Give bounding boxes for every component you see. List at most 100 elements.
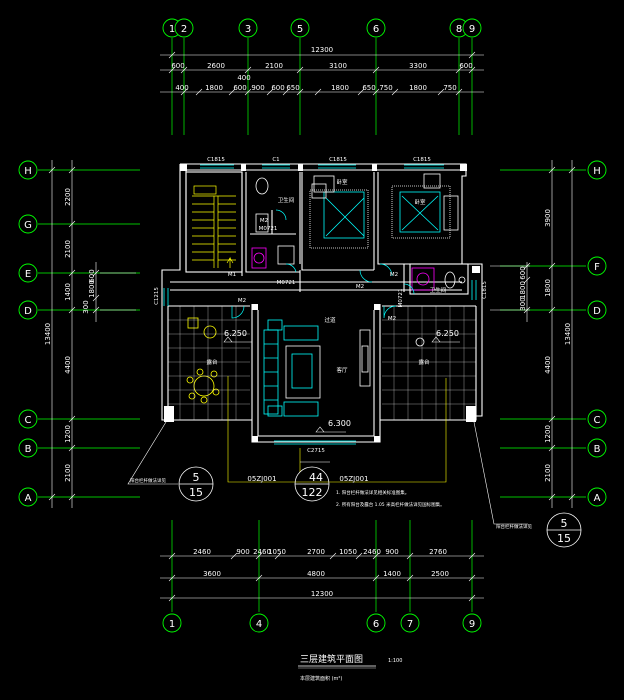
axis-label-bottom-9: 9 — [469, 619, 475, 630]
axis-bubble-bottom-9 — [462, 613, 482, 633]
axis-bubble-left-b — [18, 438, 38, 458]
label-door-m1: M1 — [228, 272, 236, 278]
window-left-hall — [163, 288, 169, 306]
axis-bubble-left-a — [18, 487, 38, 507]
detail-reference-symbols — [178, 466, 582, 548]
coffee-table-icon — [285, 345, 321, 399]
dim-bot-r1-5: 1050 — [339, 548, 357, 556]
dim-top-r2-5: 650 — [286, 84, 299, 92]
label-door-m2-c: M2 — [390, 272, 398, 278]
label-room-bedroom-b: 卧室 — [414, 198, 426, 206]
ref-center-bottom: 122 — [302, 486, 323, 499]
axis-label-left-c: C — [25, 415, 32, 426]
dim-bot-r1-4: 2700 — [307, 548, 325, 556]
standard-labels: 05ZJ001 05ZJ001 — [247, 475, 368, 483]
note-1: 1. 阳台栏杆做法详见相关标准图集。 — [336, 489, 409, 496]
dim-bot-r1-6: 2460 — [363, 548, 381, 556]
door-m2-right-terrace — [383, 305, 397, 319]
washer-icon — [251, 247, 267, 269]
axis-label-right-a: A — [594, 493, 601, 504]
axis-label-right-c: C — [594, 415, 601, 426]
axis-bubble-right-d — [587, 300, 607, 320]
window-c1815-stair — [200, 164, 234, 169]
axis-bubble-labels: 1 2 3 5 6 8 9 1 4 6 7 9 H G E D C B A H … — [24, 24, 601, 630]
label-window-c1815-c: C1815 — [413, 157, 431, 163]
axis-label-right-f: F — [594, 262, 600, 273]
dim-top-r2-0: 400 — [175, 84, 188, 92]
label-elev-b: 6.250 — [436, 329, 459, 338]
dim-left-r2-0: 300 — [82, 300, 90, 313]
elevation-labels: 6.250 6.250 6.300 — [224, 329, 459, 428]
label-elev-a: 6.250 — [224, 329, 247, 338]
dim-top-r2-2: 600 — [233, 84, 246, 92]
axis-bubble-top-6 — [366, 18, 386, 38]
dim-top-r2-4: 600 — [271, 84, 284, 92]
dim-bot-r1-0: 2460 — [193, 548, 211, 556]
axis-label-bottom-6: 6 — [373, 619, 379, 630]
drawing-title-block: 三层建筑平面图 1:100 本层建筑面积 (m²) — [298, 653, 402, 682]
ref-right-top: 5 — [561, 517, 568, 530]
leader-lines — [127, 421, 528, 525]
dim-bot-r1-2: 2460 — [253, 548, 271, 556]
axis-bubble-left-c — [18, 409, 38, 429]
dimension-text-vertical: 13400 2200 2100 1400 4400 1200 2100 300 … — [44, 188, 572, 482]
dimension-lines — [48, 51, 576, 602]
axis-label-right-b: B — [594, 444, 601, 455]
label-door-m2-e: M2 — [260, 218, 268, 224]
dim-bot-r1-1: 900 — [236, 548, 249, 556]
label-room-living: 客厅 — [336, 366, 348, 374]
dim-right-r1-2: 4400 — [544, 356, 552, 374]
label-room-bath-b: 卫生间 — [430, 286, 447, 294]
dim-top-r2-10: 750 — [443, 84, 456, 92]
window-right-hall — [471, 280, 477, 300]
axis-bubble-top-9 — [462, 18, 482, 38]
dimension-text: 12300 600 2600 2100 3100 3300 600 400 40… — [171, 46, 472, 598]
axis-label-left-b: B — [25, 444, 32, 455]
dim-right-r2-0: 300 — [519, 297, 527, 310]
dim-right-r1-3: 1200 — [544, 425, 552, 443]
axis-bubble-right-a — [587, 487, 607, 507]
tv-cabinet-icon — [359, 329, 371, 387]
axis-bubbles — [18, 18, 607, 633]
axis-label-top-5: 5 — [297, 24, 303, 35]
dim-top-r1-3: 3100 — [329, 62, 347, 70]
living-room-wall — [251, 304, 381, 443]
label-room-terrace-b: 露台 — [418, 358, 430, 366]
door-m2-bedroom-a — [359, 269, 373, 283]
label-room-terrace-a: 露台 — [206, 358, 218, 366]
ref-center-top: 44 — [309, 471, 323, 484]
axis-bubble-bottom-1 — [162, 613, 182, 633]
ref-left-bottom: 15 — [189, 486, 203, 499]
label-door-m0721-b: M0721 — [277, 280, 296, 286]
label-room-bath-a: 卫生间 — [278, 196, 295, 204]
label-door-m2-b: M2 — [356, 284, 364, 290]
axis-bubble-left-e — [18, 263, 38, 283]
axis-label-bottom-4: 4 — [256, 619, 262, 630]
label-window-c1: C1 — [272, 157, 279, 163]
callout-lines — [227, 376, 447, 483]
drawing-title: 三层建筑平面图 — [300, 653, 363, 665]
axis-label-left-d: D — [24, 306, 32, 317]
axis-bubble-left-d — [18, 300, 38, 320]
furniture — [186, 173, 466, 417]
dim-right-r2-2: 600 — [519, 266, 527, 279]
label-door-m0721-a: M0721 — [259, 226, 278, 232]
axis-label-left-e: E — [25, 269, 31, 280]
dim-left-r1-5: 2100 — [64, 464, 72, 482]
axis-bubble-top-5 — [290, 18, 310, 38]
label-room-hall: 过道 — [324, 316, 336, 324]
axis-label-top-2: 2 — [181, 24, 187, 35]
callout-right-note: 阳台栏杆做法详见 — [496, 523, 532, 530]
bedroom-a-wall — [301, 172, 375, 271]
door-m2-left-terrace — [231, 305, 245, 319]
dim-right-r1-4: 2100 — [544, 464, 552, 482]
dim-bot-r1-7: 900 — [385, 548, 398, 556]
label-door-m0721-c: M0721 — [398, 289, 404, 308]
doors — [231, 209, 415, 319]
axis-label-bottom-1: 1 — [169, 619, 175, 630]
door-m0721-bath-b — [403, 283, 415, 295]
label-elev-c: 6.300 — [328, 419, 351, 428]
terrace-tile-grid — [168, 306, 476, 420]
bed-b-icon — [399, 191, 441, 233]
toilet-icon — [255, 177, 269, 195]
